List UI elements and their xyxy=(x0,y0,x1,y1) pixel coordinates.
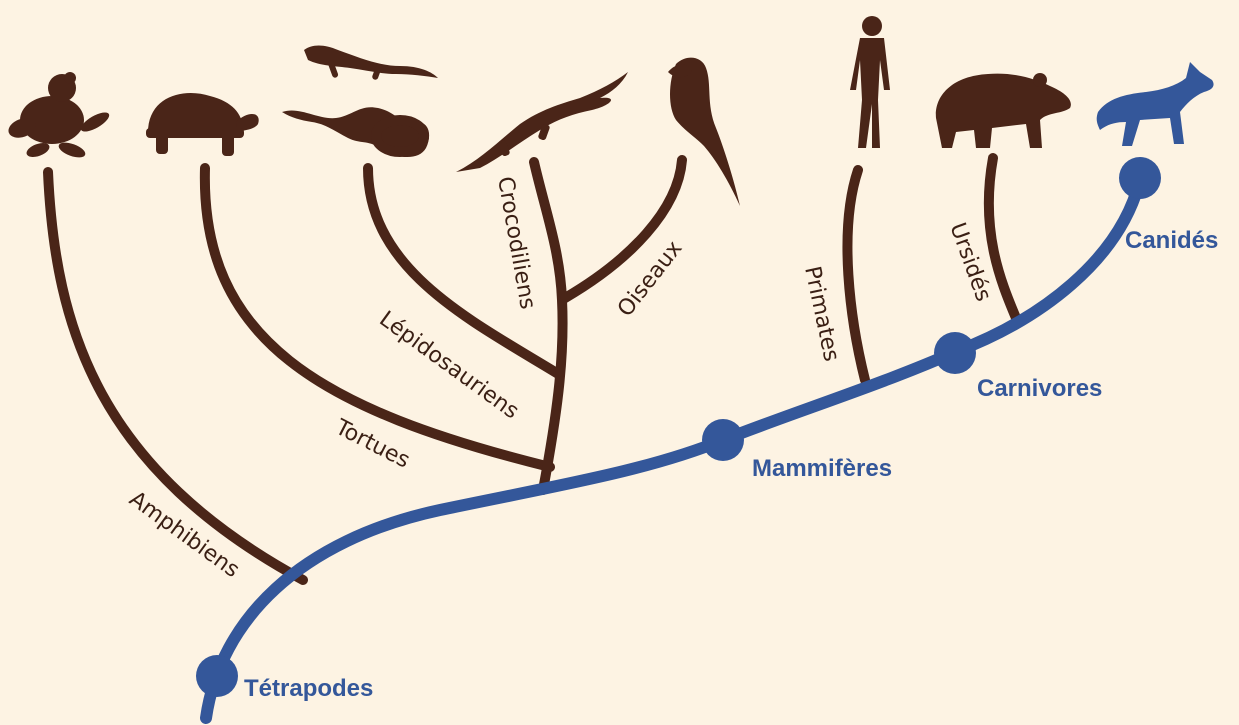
tortoise-icon xyxy=(146,93,259,156)
wolf-icon xyxy=(1097,62,1214,146)
node-label-carnivores: Carnivores xyxy=(977,375,1102,402)
node-mammiferes-dot xyxy=(702,419,744,461)
clade-label-primates: Primates xyxy=(799,264,844,364)
crocodile-icon xyxy=(456,72,628,172)
branch-primates xyxy=(847,170,865,380)
node-carnivores-dot xyxy=(934,332,976,374)
node-label-canides: Canidés xyxy=(1125,227,1218,254)
side-branches xyxy=(48,158,1016,580)
clade-label-crocodiliens: Crocodiliens xyxy=(492,175,540,311)
clade-label-lepidosauriens: Lépidosauriens xyxy=(374,307,523,425)
snake-icon xyxy=(282,107,429,157)
node-tetrapodes-dot xyxy=(196,655,238,697)
human-icon xyxy=(850,16,890,148)
bear-icon xyxy=(936,73,1071,148)
node-label-tetrapodes: Tétrapodes xyxy=(244,675,373,702)
branch-crocodiliens-stem xyxy=(534,162,563,490)
lizard-icon xyxy=(304,46,438,81)
node-canides-dot xyxy=(1119,157,1161,199)
frog-icon xyxy=(6,72,112,160)
node-label-mammiferes: Mammifères xyxy=(752,455,892,482)
